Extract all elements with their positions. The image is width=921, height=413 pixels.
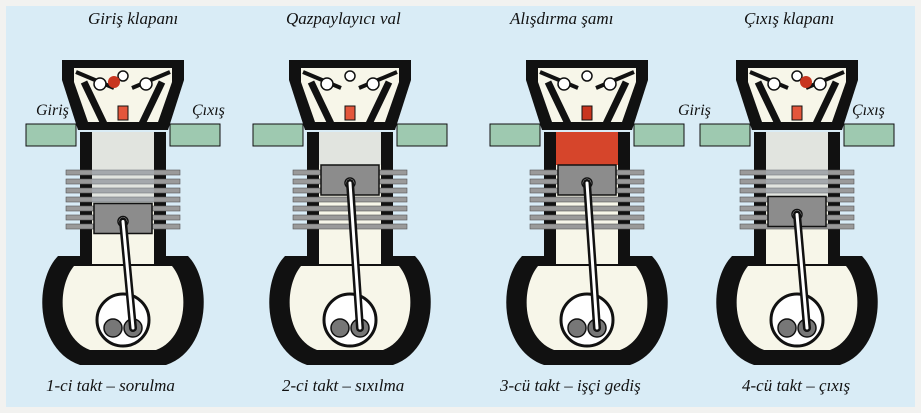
- caption-stroke-2: 2-ci takt – sıxılma: [282, 376, 404, 396]
- outlet-port: [170, 124, 220, 146]
- outlet-port: [844, 124, 894, 146]
- outlet-label-left: Çıxış: [192, 102, 225, 120]
- intake-cam: [558, 78, 570, 90]
- exhaust-cam: [604, 78, 616, 90]
- inlet-port: [490, 124, 540, 146]
- spark-plug: [582, 106, 592, 120]
- intake-cam: [321, 78, 333, 90]
- crankshaft-counterweight: [568, 319, 586, 337]
- exhaust-cam: [814, 78, 826, 90]
- exhaust-cam: [140, 78, 152, 90]
- crankshaft-counterweight: [331, 319, 349, 337]
- combustion-chamber: [766, 132, 828, 197]
- caption-stroke-3: 3-cü takt – işçi gediş: [500, 376, 641, 396]
- combustion-chamber: [556, 132, 618, 165]
- engine-stroke-4: [692, 20, 902, 375]
- exhaust-valve-label: Çıxış klapanı: [744, 9, 834, 29]
- engine-stroke-3: [482, 20, 692, 375]
- crankshaft-disc: [97, 294, 149, 346]
- intake-cam: [768, 78, 780, 90]
- inlet-port: [26, 124, 76, 146]
- intake-valve-label: Giriş klapanı: [88, 9, 178, 29]
- exhaust-open-marker: [800, 76, 812, 88]
- intake-cam: [94, 78, 106, 90]
- crankshaft-disc: [771, 294, 823, 346]
- inlet-port: [253, 124, 303, 146]
- exhaust-cam: [367, 78, 379, 90]
- engine-stroke-1: [18, 20, 228, 375]
- engine-stroke-2: [245, 20, 455, 375]
- inlet-port: [700, 124, 750, 146]
- intake-open-marker: [108, 76, 120, 88]
- camshaft-label: Qazpaylayıcı val: [286, 9, 401, 29]
- spark-plug: [345, 106, 355, 120]
- outlet-port: [634, 124, 684, 146]
- crankshaft-counterweight: [104, 319, 122, 337]
- spark-plug-label: Alışdırma şamı: [510, 9, 613, 29]
- combustion-chamber: [92, 132, 154, 204]
- inlet-label-right: Giriş: [678, 102, 711, 120]
- caption-stroke-1: 1-ci takt – sorulma: [46, 376, 175, 396]
- camshaft: [582, 71, 592, 81]
- combustion-chamber: [319, 132, 381, 165]
- crankshaft-disc: [324, 294, 376, 346]
- caption-stroke-4: 4-cü takt – çıxış: [742, 376, 850, 396]
- crankshaft-counterweight: [778, 319, 796, 337]
- camshaft: [118, 71, 128, 81]
- crankshaft-disc: [561, 294, 613, 346]
- camshaft: [345, 71, 355, 81]
- inlet-label-left: Giriş: [36, 102, 69, 120]
- outlet-label-right: Çıxış: [852, 102, 885, 120]
- spark-plug: [792, 106, 802, 120]
- spark-plug: [118, 106, 128, 120]
- camshaft: [792, 71, 802, 81]
- outlet-port: [397, 124, 447, 146]
